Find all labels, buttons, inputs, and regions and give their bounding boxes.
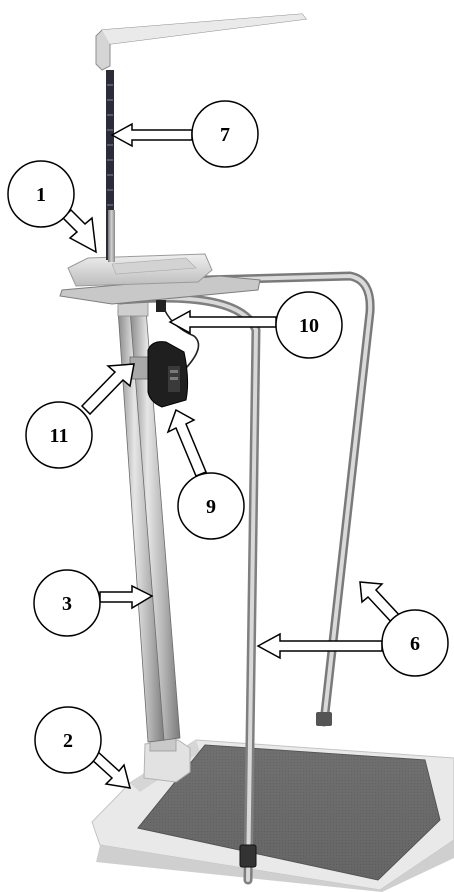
height-rod	[95, 13, 307, 262]
scale-illustration	[59, 13, 454, 892]
callout-7: 7	[191, 100, 259, 168]
callout-7-label: 7	[220, 124, 230, 146]
callout-arrows	[61, 122, 404, 789]
callout-9: 9	[177, 472, 245, 540]
callout-1-label: 1	[36, 184, 46, 206]
callout-2: 2	[34, 706, 102, 774]
callout-1: 1	[7, 160, 75, 228]
arrow-11	[80, 363, 135, 416]
callout-3-label: 3	[62, 593, 72, 615]
printer-cable	[161, 303, 200, 369]
callout-6: 6	[381, 609, 449, 677]
callout-11: 11	[25, 401, 93, 469]
rod-markings	[107, 84, 113, 206]
callout-10-label: 10	[299, 315, 319, 337]
printer-icon	[129, 341, 189, 408]
callout-11-label: 11	[50, 425, 69, 447]
rear-handrail	[200, 271, 375, 727]
callout-3: 3	[33, 569, 101, 637]
callout-10: 10	[275, 291, 343, 359]
callout-6-label: 6	[410, 633, 420, 655]
platform-mat	[137, 744, 441, 881]
callout-2-label: 2	[63, 730, 73, 752]
arrow-9	[166, 408, 207, 477]
arrow-1	[61, 208, 97, 254]
cable-connector	[156, 300, 166, 312]
indicator-head	[59, 253, 261, 305]
arrow-6b	[256, 632, 383, 660]
arrow-7	[110, 122, 193, 148]
callout-9-label: 9	[206, 496, 216, 518]
callout-circles: 7 1 10 11 9 3 6 2	[7, 100, 449, 774]
